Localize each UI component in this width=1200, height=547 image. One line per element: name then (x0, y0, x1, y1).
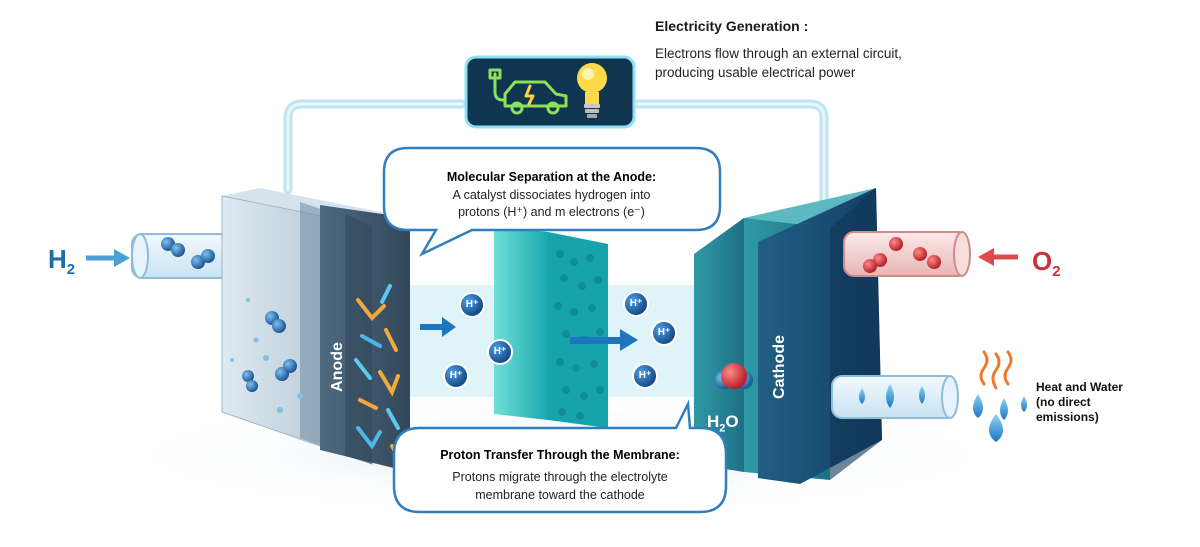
anode-callout-line-1: A catalyst dissociates hydrogen into (452, 188, 651, 202)
membrane-callout-bubble (392, 399, 728, 514)
hydrogen-symbol: H (48, 244, 67, 274)
proton-label: H⁺ (449, 370, 463, 381)
anode-callout: Molecular Separation at the Anode: A cat… (384, 164, 719, 221)
output-line-2: (no direct (1036, 395, 1091, 409)
anode-label: Anode (329, 342, 346, 392)
load-panel (464, 55, 636, 129)
anode-block (221, 188, 410, 472)
membrane-callout: Proton Transfer Through the Membrane: Pr… (400, 448, 720, 504)
proton-flow-arrows (420, 317, 638, 351)
water-drop-icon (973, 394, 1027, 442)
anode-callout-bubble (382, 146, 722, 257)
proton-label: H⁺ (629, 298, 643, 309)
electricity-title: Electricity Generation : (655, 18, 809, 34)
proton-label: H⁺ (493, 346, 507, 357)
membrane-callout-body: Protons migrate through the electrolyte … (400, 468, 720, 504)
output-line-1: Heat and Water (1036, 380, 1123, 394)
anode-callout-body: A catalyst dissociates hydrogen into pro… (384, 187, 719, 221)
electricity-line-2: producing usable electrical power (655, 65, 856, 80)
proton-label: H⁺ (465, 299, 479, 310)
oxygen-label: O2 (1032, 246, 1061, 280)
membrane-callout-line-1: Protons migrate through the electrolyte (452, 470, 668, 484)
oxygen-symbol: O (1032, 246, 1053, 276)
proton-label: H⁺ (638, 370, 652, 381)
electricity-line-1: Electrons flow through an external circu… (655, 46, 902, 61)
o2-inlet-tube (843, 231, 971, 277)
output-line-3: emissions) (1036, 410, 1099, 424)
water-symbol-o: O (725, 412, 739, 431)
hydrogen-subscript: 2 (66, 261, 76, 279)
electric-car-icon (488, 68, 568, 115)
membrane-callout-line-2: membrane toward the cathode (475, 488, 645, 502)
electricity-description: Electrons flow through an external circu… (655, 44, 985, 82)
water-subscript: 2 (719, 422, 726, 435)
water-symbol-h: H (707, 412, 720, 431)
anode-callout-line-2: protons (H⁺) and m electrons (e⁻) (458, 205, 645, 219)
membrane-callout-title: Proton Transfer Through the Membrane: (440, 448, 680, 462)
light-bulb-icon (577, 63, 607, 118)
water-label: H2O (707, 412, 739, 434)
oxygen-subscript: 2 (1052, 263, 1061, 281)
electrolyte-membrane (494, 226, 608, 428)
heat-waves-icon (979, 350, 1013, 390)
cathode-label: Cathode (771, 335, 788, 399)
output-label: Heat and Water (no direct emissions) (1036, 380, 1123, 425)
proton-particles (443, 291, 677, 389)
hydrogen-label: H2 (48, 244, 75, 278)
anode-callout-title: Molecular Separation at the Anode: (446, 170, 657, 184)
proton-label: H⁺ (657, 327, 671, 338)
water-outlet-tube (831, 375, 959, 419)
